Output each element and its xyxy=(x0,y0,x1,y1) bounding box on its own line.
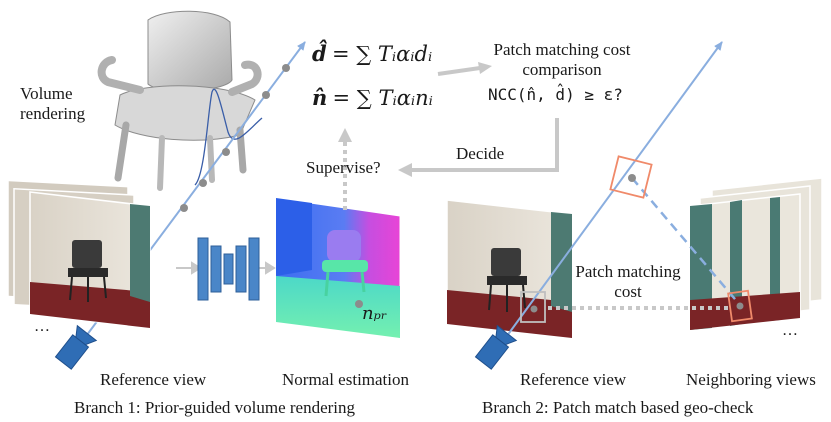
patch-matching-cost-label: Patch matching cost xyxy=(568,262,688,301)
normal-map-image xyxy=(275,197,401,339)
surface-patch xyxy=(609,155,653,199)
ncc-criterion: NCC(n̂, d̂) ≥ ε? xyxy=(488,85,623,104)
sample-point xyxy=(199,179,207,187)
photo-stack xyxy=(7,179,151,329)
camera-icon xyxy=(474,324,518,370)
cnn-network-icon xyxy=(197,237,260,301)
prior-normal-point xyxy=(355,300,363,308)
patch-cost-title-line2: comparison xyxy=(522,59,602,79)
reference-image-right xyxy=(446,199,573,339)
arrow-eq-to-cost-head xyxy=(478,62,492,74)
normal-estimation-label: Normal estimation xyxy=(282,370,410,389)
reference-view-left-label: Reference view xyxy=(100,370,207,389)
decide-arrowhead xyxy=(398,163,412,177)
d-hat-rhs: = ∑ Tᵢαᵢdᵢ xyxy=(331,42,433,66)
reference-image-left xyxy=(29,191,151,329)
decide-label: Decide xyxy=(456,144,505,163)
neighbor-patch xyxy=(727,289,753,323)
neighbor-point xyxy=(736,302,744,310)
neighboring-views-label: Neighboring views xyxy=(686,370,816,389)
neighbor-photo-stack xyxy=(689,177,823,331)
reference-patch xyxy=(520,291,546,323)
patch-cost-comparison-title: Patch matching cost comparison xyxy=(482,40,642,79)
volume-rendering-label: Volume rendering xyxy=(20,84,85,123)
surface-point xyxy=(628,174,636,182)
chair-3d-mesh xyxy=(97,10,262,191)
ellipsis-left: … xyxy=(34,318,50,335)
sample-point xyxy=(222,148,230,156)
sample-point xyxy=(262,91,270,99)
decide-arrow xyxy=(410,118,559,172)
sample-point xyxy=(180,204,188,212)
supervise-label: Supervise? xyxy=(306,158,381,177)
patch-matching-cost-line2: cost xyxy=(614,281,642,301)
n-hat-rhs: = ∑ Tᵢαᵢnᵢ xyxy=(332,86,433,110)
d-hat-lhs: d̂ xyxy=(312,41,327,66)
ellipsis-right: … xyxy=(782,322,798,339)
n-hat-lhs: n̂ xyxy=(312,85,328,110)
projection-dashed xyxy=(631,177,741,306)
branch1-caption: Branch 1: Prior-guided volume rendering xyxy=(74,398,356,417)
arrow-network-to-normal xyxy=(252,261,276,275)
volume-rendering-line2: rendering xyxy=(20,103,86,123)
equation-n-hat: n̂ = ∑ Tᵢαᵢnᵢ xyxy=(312,85,433,110)
right-ray xyxy=(492,41,723,356)
patch-cost-title-line1: Patch matching cost xyxy=(493,40,631,59)
patch-matching-cost-line1: Patch matching xyxy=(575,262,681,281)
reference-view-right-label: Reference view xyxy=(520,370,627,389)
density-curve xyxy=(194,88,263,186)
camera-icon xyxy=(54,324,98,370)
sample-point xyxy=(282,64,290,72)
equation-d-hat: d̂ = ∑ Tᵢαᵢdᵢ xyxy=(312,41,433,66)
supervise-arrowhead xyxy=(338,128,352,142)
arrow-image-to-network xyxy=(176,261,202,275)
branch2-caption: Branch 2: Patch match based geo-check xyxy=(482,398,754,417)
volume-rendering-line1: Volume xyxy=(20,84,73,103)
n-pr-label: nₚᵣ xyxy=(362,303,388,324)
arrow-eq-to-cost xyxy=(437,66,481,76)
reference-point xyxy=(530,305,538,313)
